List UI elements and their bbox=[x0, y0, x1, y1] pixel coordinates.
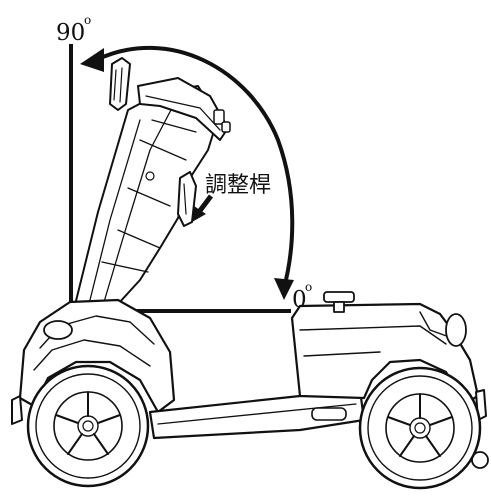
lever-pointer-arrow bbox=[192, 194, 213, 222]
scooter-body bbox=[11, 291, 489, 469]
arrowhead-bottom bbox=[274, 278, 294, 300]
front-wheel bbox=[26, 364, 150, 488]
degree-mark-0: o bbox=[305, 280, 312, 294]
rear-wheel bbox=[358, 366, 482, 490]
tiller-column bbox=[74, 57, 231, 306]
rotation-arc bbox=[94, 45, 295, 290]
degree-mark-90: o bbox=[84, 13, 91, 27]
angle-label-90: 90 bbox=[56, 20, 85, 46]
adjustment-lever-label: 調整桿 bbox=[205, 173, 271, 198]
arrowhead-top bbox=[80, 48, 104, 72]
